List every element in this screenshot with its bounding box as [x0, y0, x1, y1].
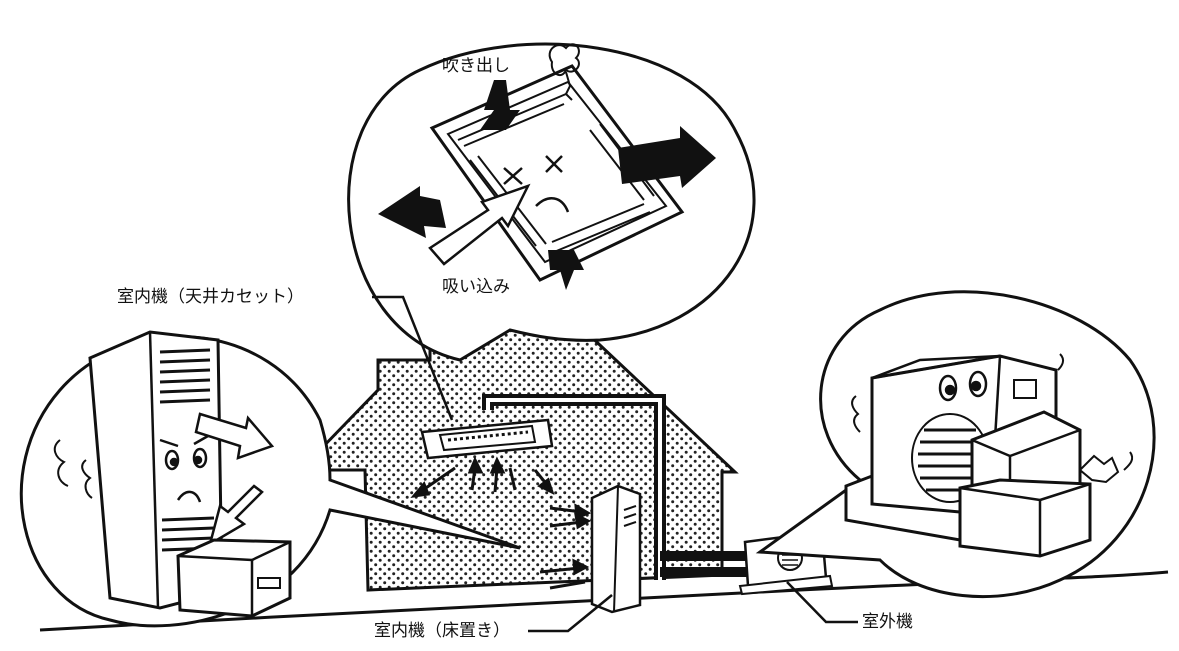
leader-outdoor	[786, 581, 858, 624]
face-icon	[503, 155, 570, 213]
airflow-arrow	[539, 503, 592, 590]
blowout-label: 吹き出し	[442, 56, 510, 76]
floor-standing-unit-small	[590, 484, 642, 614]
indoor-ceiling-label: 室内機（天井カセット）	[117, 287, 304, 307]
dust-icon	[548, 43, 580, 101]
face-icon	[938, 370, 988, 402]
intake-label: 吸い込み	[442, 277, 510, 297]
indoor-floor-label: 室内機（床置き）	[374, 621, 510, 641]
callout-bubble-outdoor	[755, 290, 1156, 599]
ceiling-cassette-unit-small	[420, 418, 554, 460]
airflow-arrow	[208, 484, 264, 547]
intake-arrow	[428, 183, 531, 266]
airflow-arrow	[378, 80, 716, 290]
face-icon	[159, 434, 209, 503]
airflow-arrow	[410, 456, 555, 499]
outdoor-label: 室外機	[862, 612, 913, 632]
box-icon	[176, 538, 292, 618]
callout-bubble-ceiling	[347, 42, 756, 362]
box-icon	[958, 478, 1092, 558]
leader-indoor-floor	[528, 594, 613, 633]
airflow-arrow	[194, 412, 275, 460]
callout-bubble-floor	[19, 330, 521, 628]
ground-line	[39, 570, 1169, 632]
leader-indoor-ceiling	[372, 295, 454, 421]
